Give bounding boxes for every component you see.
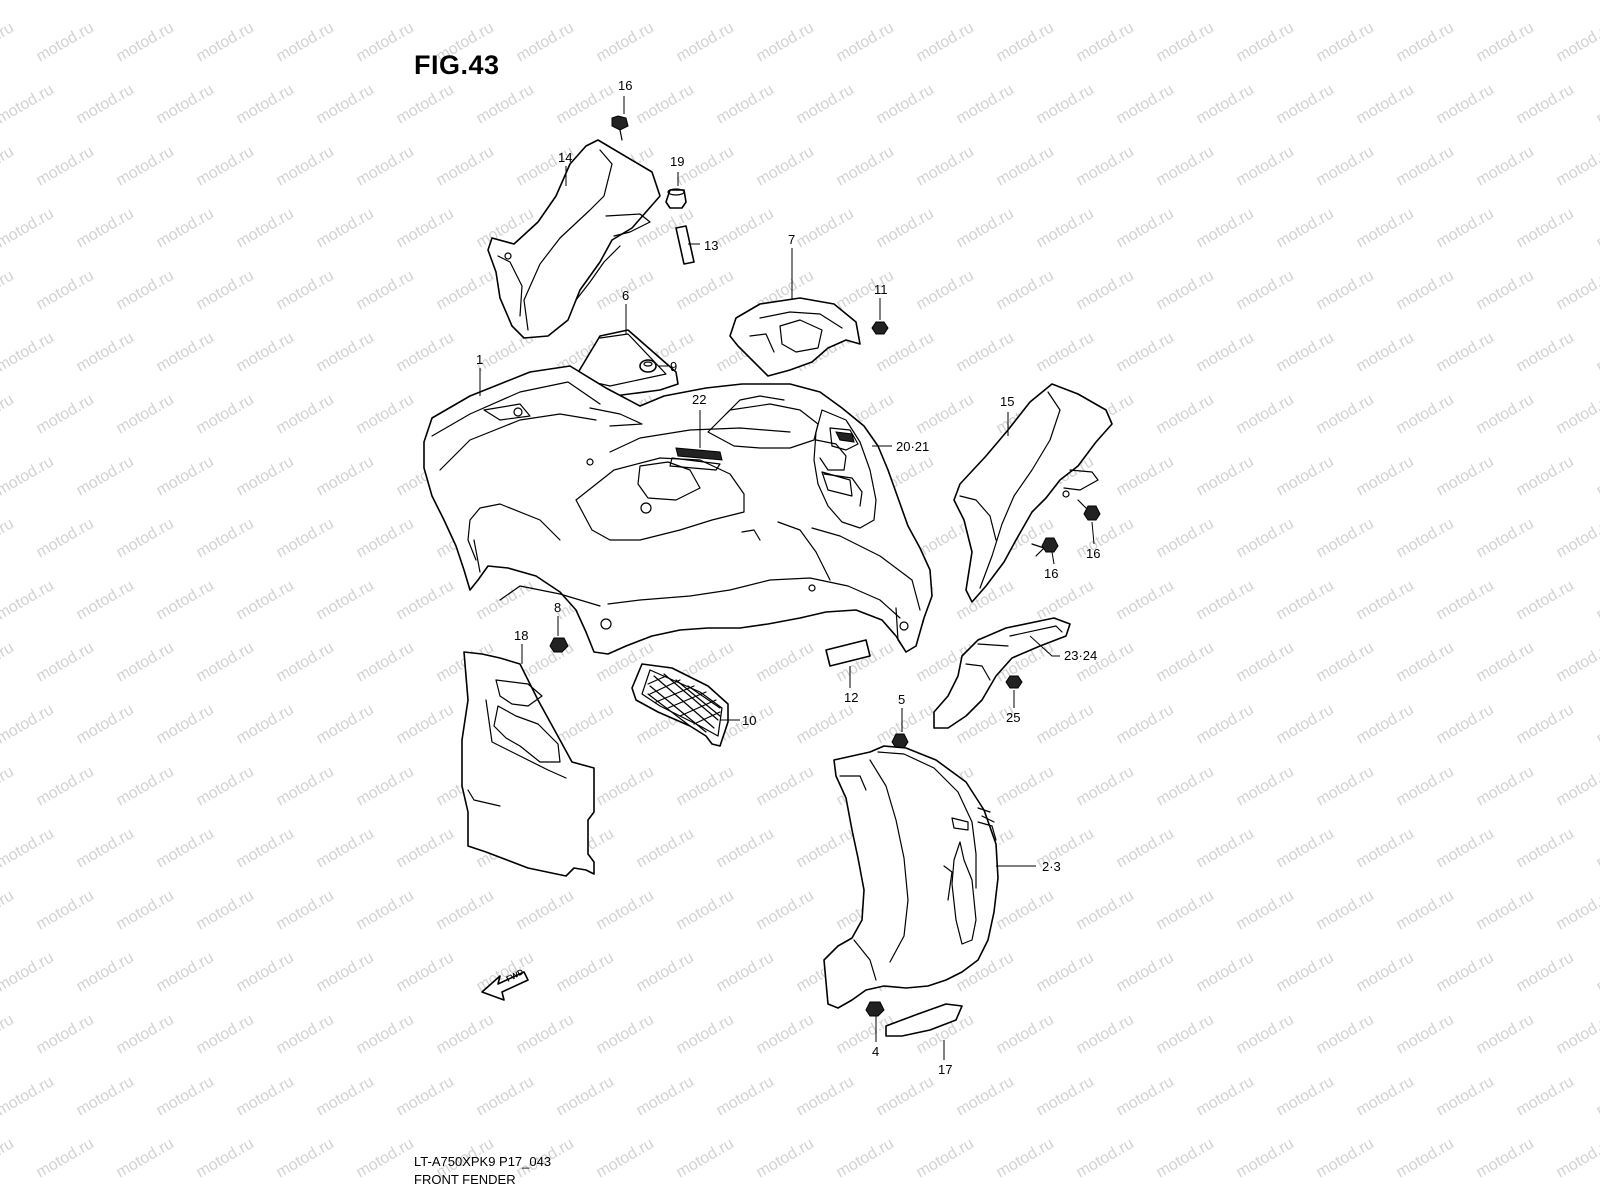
part-16-screw-right-a[interactable] [1077,499,1101,521]
callout-1: 1 [476,352,483,367]
callout-2-3: 2·3 [1042,859,1061,874]
figure-code: LT-A750XPK9 P17_043 [414,1154,552,1169]
part-19-grommet[interactable] [665,188,687,209]
callout-11: 11 [874,282,888,297]
part-25-screw[interactable] [1005,675,1023,689]
callout-23-24: 23·24 [1064,648,1097,663]
part-18-inner-cover[interactable] [461,651,595,877]
part-2-3-inner-fender[interactable] [823,745,999,1009]
callout-5: 5 [898,692,905,707]
part-13-rubber-strip[interactable] [675,225,695,265]
part-16-screw-right-b[interactable] [1041,537,1059,553]
callout-16-right-b: 16 [1086,546,1100,561]
forward-direction-arrow-icon: FWD [481,967,529,1001]
leader-lines [479,96,1095,1060]
callout-13: 13 [704,238,718,253]
callout-16-right-a: 16 [1044,566,1058,581]
part-23-24-bracket[interactable] [933,617,1071,729]
part-22-emblem[interactable] [669,447,723,471]
part-1-front-fender[interactable] [423,365,933,655]
part-5-screw[interactable] [891,733,909,749]
callout-20-21: 20·21 [896,439,929,454]
callouts: 16 14 19 13 7 11 6 1 9 22 20·21 15 16 16… [476,78,1100,1077]
part-8-screw[interactable] [549,637,569,653]
callout-14: 14 [558,150,572,165]
callout-9: 9 [670,359,677,374]
callout-8: 8 [554,600,561,615]
callout-22: 22 [692,392,706,407]
callout-10: 10 [742,713,756,728]
callout-7: 7 [788,232,795,247]
part-15-side-cover-right[interactable] [953,383,1113,603]
figure-title: FIG.43 [414,50,500,80]
part-16-screw-top[interactable] [611,115,629,141]
callout-25: 25 [1006,710,1020,725]
part-11-screw[interactable] [871,321,889,335]
part-17-protector-strip[interactable] [885,1003,963,1037]
callout-17: 17 [938,1062,952,1077]
callout-18: 18 [514,628,528,643]
callout-19: 19 [670,154,684,169]
figure-name: FRONT FENDER [414,1172,516,1187]
callout-16-top: 16 [618,78,632,93]
part-20-21-decal[interactable] [821,427,859,497]
part-4-screw[interactable] [865,1001,885,1017]
callout-15: 15 [1000,394,1014,409]
callout-4: 4 [872,1044,879,1059]
part-14-side-cover-left[interactable] [487,139,661,339]
part-7-lamp-cover[interactable] [729,297,861,377]
part-12-reflector[interactable] [825,639,871,667]
callout-6: 6 [622,288,629,303]
part-9-grommet[interactable] [639,359,657,373]
callout-12: 12 [844,690,858,705]
part-10-grille[interactable] [631,663,729,747]
